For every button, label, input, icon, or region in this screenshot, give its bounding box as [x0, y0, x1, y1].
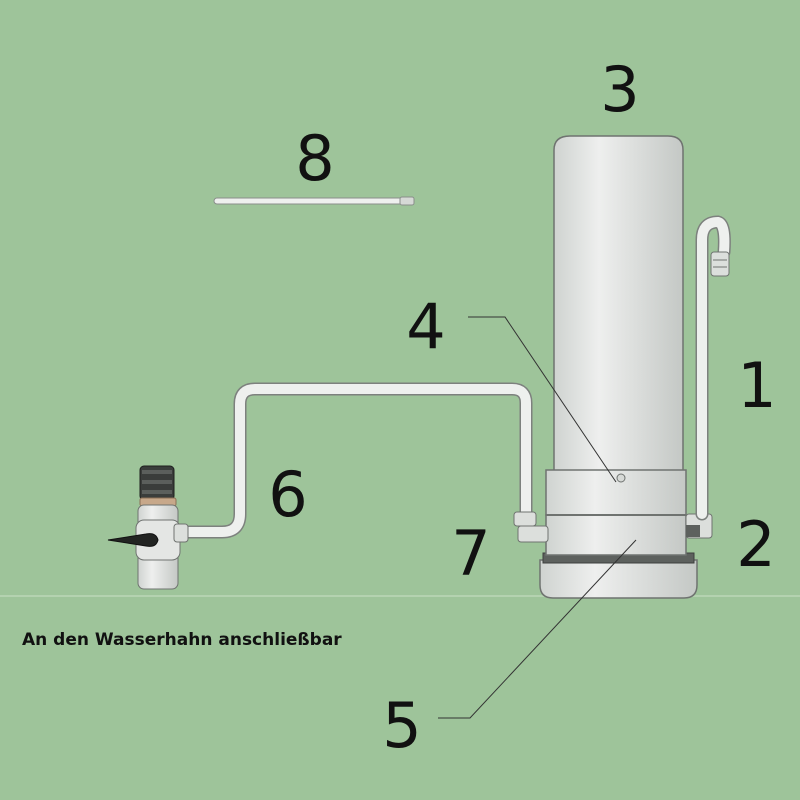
leader-line-4: [468, 316, 617, 483]
leader-line-5: [438, 539, 637, 719]
label-4: 4: [406, 290, 445, 363]
spare-tube: [213, 196, 415, 206]
outlet-spout: [695, 215, 731, 521]
label-2: 2: [736, 508, 775, 581]
inlet-fitting: [517, 525, 549, 543]
label-1: 1: [737, 349, 776, 422]
filter-housing: [553, 135, 684, 479]
label-6: 6: [268, 458, 307, 531]
connecting-hose: [185, 382, 537, 539]
label-8: 8: [295, 122, 334, 195]
label-3: 3: [600, 53, 639, 126]
label-7: 7: [451, 517, 490, 590]
caption-text: An den Wasserhahn anschließbar: [22, 630, 342, 650]
faucet-adapter-valve: [107, 465, 189, 590]
filter-base: [539, 469, 698, 599]
label-5: 5: [382, 689, 421, 762]
